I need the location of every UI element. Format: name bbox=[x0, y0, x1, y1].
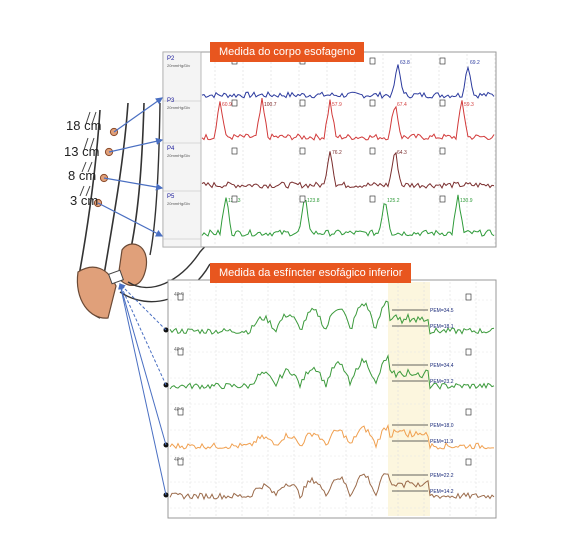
event-marker bbox=[177, 408, 184, 416]
event-marker bbox=[369, 99, 376, 107]
sensor-arrow bbox=[108, 137, 164, 153]
sensor-arrow bbox=[113, 97, 163, 133]
channel-scale: 20mmHg/Div bbox=[167, 105, 190, 110]
bottom-grid bbox=[170, 282, 494, 516]
pem-label: PEM=18.1 bbox=[430, 324, 454, 330]
event-marker bbox=[465, 408, 472, 416]
sphincter-trace bbox=[169, 353, 495, 390]
sensor-arrow bbox=[103, 177, 164, 191]
sphincter-arrow bbox=[118, 283, 167, 446]
event-marker bbox=[299, 99, 306, 107]
top-channel-sidebar bbox=[162, 51, 202, 248]
peak-label: 123.8 bbox=[307, 198, 320, 204]
event-marker bbox=[439, 99, 446, 107]
event-marker bbox=[231, 147, 238, 155]
sphincter-trace bbox=[169, 423, 494, 450]
pem-label: PEM=22.2 bbox=[430, 473, 454, 479]
channel-id: P4 bbox=[167, 146, 175, 152]
peak-label: 63.8 bbox=[400, 60, 410, 66]
event-marker bbox=[177, 293, 184, 301]
bottom-labels: PEM=34.5PEM=18.140.0PEM=34.4PEM=23.240.0… bbox=[163, 292, 472, 498]
peak-label: 130.9 bbox=[460, 198, 473, 204]
peak-label: 57.9 bbox=[332, 102, 342, 108]
sphincter-arrow bbox=[118, 283, 167, 496]
pem-label: PEM=14.2 bbox=[430, 489, 454, 495]
event-marker bbox=[177, 348, 184, 356]
catheter-tip bbox=[108, 269, 124, 285]
event-marker bbox=[369, 195, 376, 203]
event-marker bbox=[439, 147, 446, 155]
event-marker bbox=[231, 99, 238, 107]
depth-label-3: 3 cm bbox=[70, 193, 99, 208]
channel-id: P2 bbox=[167, 56, 175, 62]
event-marker bbox=[439, 57, 446, 65]
channel-scale: 20mmHg/Div bbox=[167, 153, 190, 158]
pem-label: PEM=11.9 bbox=[430, 439, 453, 445]
top-traces bbox=[201, 64, 495, 237]
channel-scale: 20mmHg/Div bbox=[167, 201, 190, 206]
peak-label: 67.4 bbox=[397, 102, 407, 108]
peak-label: 76.2 bbox=[332, 150, 342, 156]
pem-label: PEM=34.5 bbox=[430, 308, 454, 314]
depth-label-8: 8 cm bbox=[68, 168, 97, 183]
event-marker bbox=[299, 195, 306, 203]
sphincter-arrow bbox=[119, 283, 167, 331]
sphincter-arrow bbox=[119, 283, 167, 386]
channel-id: P3 bbox=[167, 98, 175, 104]
channel-id: P5 bbox=[167, 194, 175, 200]
event-marker bbox=[465, 348, 472, 356]
event-marker bbox=[439, 195, 446, 203]
bottom-panel: PEM=34.5PEM=18.140.0PEM=34.4PEM=23.240.0… bbox=[163, 279, 497, 519]
pressure-trace bbox=[201, 98, 495, 141]
callout-bottom: Medida da esfíncter esofágico inferior bbox=[210, 263, 412, 283]
event-marker bbox=[465, 458, 472, 466]
lower-sphincter-right bbox=[117, 243, 148, 286]
pem-label: PEM=34.4 bbox=[430, 363, 454, 369]
event-marker bbox=[299, 147, 306, 155]
channel-scale: 20mmHg/Div bbox=[167, 63, 190, 68]
pressure-trace bbox=[201, 151, 495, 189]
sensor-arrow bbox=[97, 202, 164, 237]
peak-label: 69.2 bbox=[470, 60, 480, 66]
sphincter-trace bbox=[169, 473, 495, 501]
pem-label: PEM=18.0 bbox=[430, 423, 454, 429]
event-marker bbox=[369, 147, 376, 155]
pressure-trace bbox=[201, 64, 495, 99]
depth-label-13: 13 cm bbox=[64, 144, 100, 159]
event-marker bbox=[369, 57, 376, 65]
pressure-trace bbox=[201, 194, 495, 237]
sphincter-trace bbox=[169, 300, 495, 335]
connector-arrows bbox=[97, 97, 167, 496]
peak-label: 100.7 bbox=[264, 102, 277, 108]
bottom-traces bbox=[169, 300, 495, 501]
peak-label: 60.9 bbox=[222, 102, 232, 108]
event-marker bbox=[177, 458, 184, 466]
callout-top: Medida do corpo esofageno bbox=[210, 42, 365, 62]
highlight-band bbox=[388, 282, 430, 516]
event-marker bbox=[231, 195, 238, 203]
peak-label: 125.2 bbox=[387, 198, 400, 204]
peak-label: 59.3 bbox=[464, 102, 474, 108]
peak-label: 64.3 bbox=[397, 150, 407, 156]
event-marker bbox=[465, 293, 472, 301]
depth-label-18: 18 cm bbox=[66, 118, 102, 133]
pem-label: PEM=23.2 bbox=[430, 379, 454, 385]
lower-sphincter-left bbox=[76, 266, 117, 319]
